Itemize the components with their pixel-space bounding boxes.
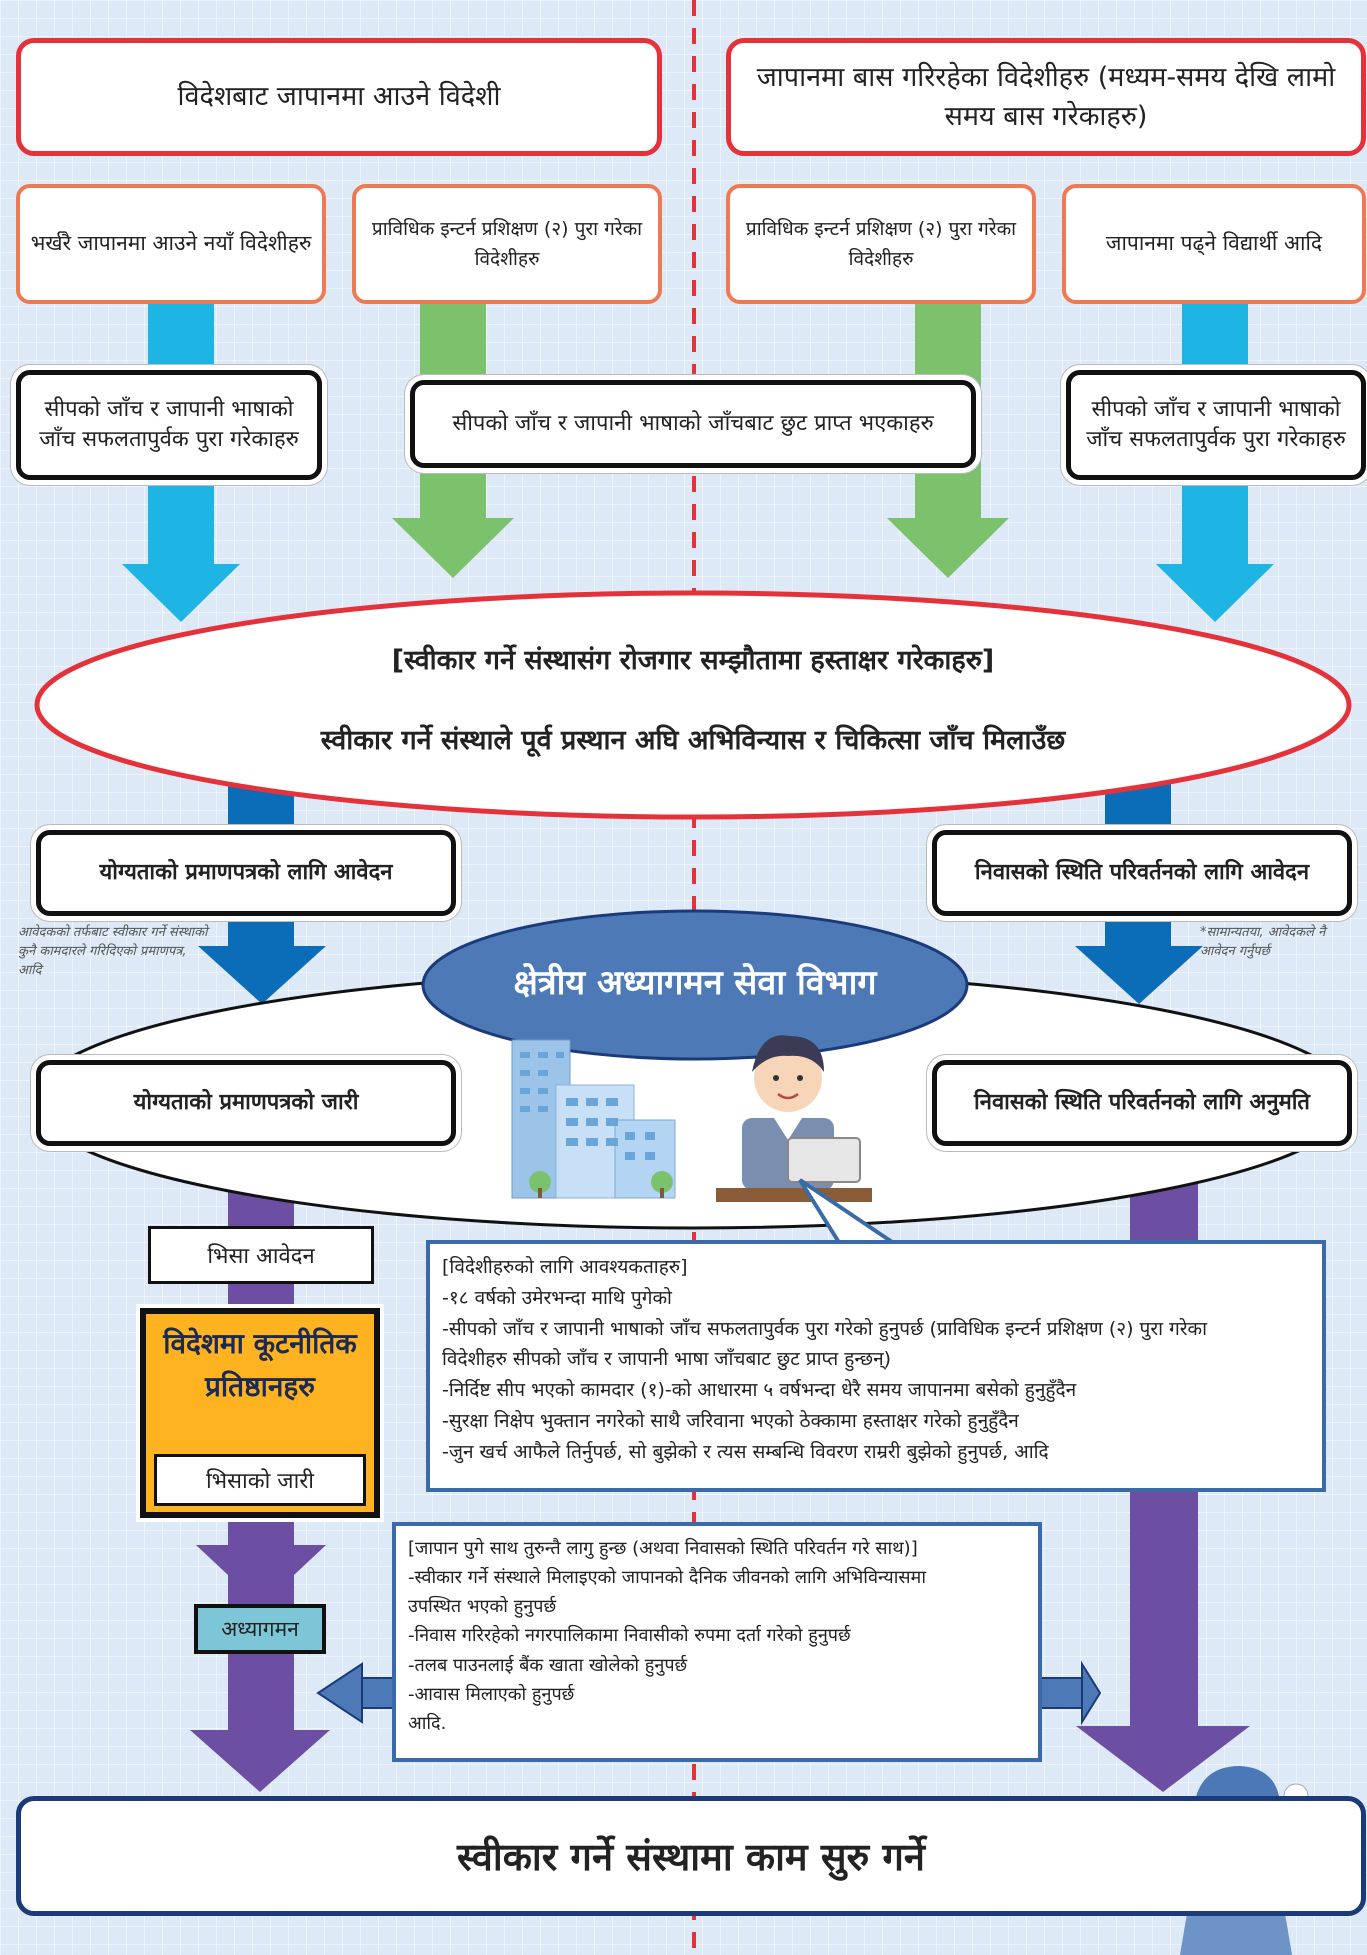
category-label: भर्खरै जापानमा आउने नयाँ विदेशीहरु bbox=[30, 231, 312, 256]
visa-issue-box: भिसाको जारी bbox=[154, 1454, 366, 1506]
visa-apply-box: भिसा आवेदन bbox=[148, 1226, 374, 1284]
status-permit-label: निवासको स्थिति परिवर्तनको लागि अनुमति bbox=[974, 1090, 1310, 1116]
coe-note: आवेदकको तर्फबाट स्वीकार गर्ने संस्थाको क… bbox=[18, 925, 208, 978]
final-box: स्वीकार गर्ने संस्थामा काम सुरु गर्ने bbox=[16, 1796, 1366, 1916]
after-entry-box: [जापान पुगे साथ तुरुन्तै लागु हुन्छ (अथव… bbox=[392, 1522, 1042, 1762]
ellipse-line-1: [स्वीकार गर्ने संस्थासंग रोजगार सम्झौताम… bbox=[391, 645, 995, 676]
test-passed-right: सीपको जाँच र जापानी भाषाको जाँच सफलतापुर… bbox=[1066, 370, 1366, 480]
category-trainees-right: प्राविधिक इन्टर्न प्रशिक्षण (२) पुरा गरे… bbox=[726, 184, 1036, 304]
header-residents-text: जापानमा बास गरिरहेका विदेशीहरु (मध्यम-सम… bbox=[756, 61, 1336, 132]
after-entry-line: -तलब पाउनलाई बैंक खाता खोलेको हुनुपर्छ bbox=[408, 1654, 688, 1676]
ellipse-line-2: स्वीकार गर्ने संस्थाले पूर्व प्रस्थान अघ… bbox=[320, 725, 1066, 756]
requirement-line: विदेशीहरु सीपको जाँच र जापानी भाषा जाँचब… bbox=[442, 1348, 892, 1371]
header-residents: जापानमा बास गरिरहेका विदेशीहरु (मध्यम-सम… bbox=[726, 38, 1366, 156]
requirement-line: -जुन खर्च आफैले तिर्नुपर्छ, सो बुझेको र … bbox=[442, 1440, 1049, 1463]
embassy-label: विदेशमा कूटनीतिक प्रतिष्ठानहरु bbox=[163, 1327, 357, 1404]
after-entry-line: आदि. bbox=[408, 1712, 447, 1734]
test-exempt-label: सीपको जाँच र जापानी भाषाको जाँचबाट छुट प… bbox=[452, 411, 934, 437]
double-arrow bbox=[316, 1660, 1102, 1726]
entry-label: अध्यागमन bbox=[221, 1617, 299, 1641]
status-apply-box: निवासको स्थिति परिवर्तनको लागि आवेदन bbox=[932, 830, 1352, 916]
category-label: प्राविधिक इन्टर्न प्रशिक्षण (२) पुरा गरे… bbox=[371, 217, 643, 270]
category-label: प्राविधिक इन्टर्न प्रशिक्षण (२) पुरा गरे… bbox=[745, 217, 1017, 270]
test-passed-label: सीपको जाँच र जापानी भाषाको जाँच सफलतापुर… bbox=[39, 397, 299, 452]
header-from-abroad: विदेशबाट जापानमा आउने विदेशी bbox=[16, 38, 662, 156]
visa-apply-label: भिसा आवेदन bbox=[207, 1244, 315, 1269]
immigration-oval bbox=[421, 909, 969, 1061]
header-from-abroad-text: विदेशबाट जापानमा आउने विदेशी bbox=[177, 81, 501, 113]
requirements-title: [विदेशीहरुको लागि आवश्यकताहरु] bbox=[442, 1256, 688, 1278]
coe-issue-box: योग्यताको प्रमाणपत्रको जारी bbox=[36, 1060, 456, 1146]
requirement-line: -सीपको जाँच र जापानी भाषाको जाँच सफलतापु… bbox=[442, 1317, 1208, 1340]
test-passed-left: सीपको जाँच र जापानी भाषाको जाँच सफलतापुर… bbox=[16, 370, 322, 480]
visa-issue-label: भिसाको जारी bbox=[205, 1469, 315, 1494]
status-apply-label: निवासको स्थिति परिवर्तनको लागि आवेदन bbox=[974, 860, 1310, 886]
status-note: *सामान्यतया, आवेदकले नै आवेदन गर्नुपर्छ bbox=[1200, 925, 1326, 959]
building-icon bbox=[511, 1039, 676, 1199]
after-entry-line: -निवास गरिरहेको नगरपालिकामा निवासीको रुप… bbox=[408, 1625, 851, 1647]
embassy-box: विदेशमा कूटनीतिक प्रतिष्ठानहरु भिसाको जा… bbox=[140, 1308, 380, 1518]
entry-box: अध्यागमन bbox=[194, 1604, 326, 1654]
officer-icon bbox=[716, 1035, 872, 1202]
category-new-foreigners: भर्खरै जापानमा आउने नयाँ विदेशीहरु bbox=[16, 184, 326, 304]
status-permit-box: निवासको स्थिति परिवर्तनको लागि अनुमति bbox=[932, 1060, 1352, 1146]
category-trainees-left: प्राविधिक इन्टर्न प्रशिक्षण (२) पुरा गरे… bbox=[352, 184, 662, 304]
immigration-label: क्षेत्रीय अध्यागमन सेवा विभाग bbox=[513, 963, 877, 1003]
requirements-box: [विदेशीहरुको लागि आवश्यकताहरु] -१८ वर्षक… bbox=[426, 1240, 1326, 1492]
category-label: जापानमा पढ्ने विद्यार्थी आदि bbox=[1105, 231, 1323, 256]
coe-apply-box: योग्यताको प्रमाणपत्रको लागि आवेदन bbox=[36, 830, 456, 916]
contract-ellipse bbox=[34, 590, 1352, 820]
category-students: जापानमा पढ्ने विद्यार्थी आदि bbox=[1062, 184, 1366, 304]
after-entry-line: -स्वीकार गर्ने संस्थाले मिलाइएको जापानको… bbox=[408, 1567, 926, 1589]
requirement-line: -सुरक्षा निक्षेप भुक्तान नगरेको साथै जरि… bbox=[442, 1409, 1019, 1432]
requirement-line: -१८ वर्षको उमेरभन्दा माथि पुगेको bbox=[442, 1286, 672, 1309]
requirement-line: -निर्दिष्ट सीप भएको कामदार (१)-को आधारमा… bbox=[442, 1379, 1077, 1402]
after-entry-title: [जापान पुगे साथ तुरुन्तै लागु हुन्छ (अथव… bbox=[408, 1538, 918, 1559]
coe-issue-label: योग्यताको प्रमाणपत्रको जारी bbox=[133, 1090, 359, 1116]
after-entry-line: -आवास मिलाएको हुनुपर्छ bbox=[408, 1683, 575, 1705]
test-passed-label: सीपको जाँच र जापानी भाषाको जाँच सफलतापुर… bbox=[1086, 397, 1346, 452]
after-entry-line: उपस्थित भएको हुनुपर्छ bbox=[408, 1596, 557, 1618]
final-label: स्वीकार गर्ने संस्थामा काम सुरु गर्ने bbox=[457, 1835, 925, 1879]
test-exempt: सीपको जाँच र जापानी भाषाको जाँचबाट छुट प… bbox=[410, 380, 976, 468]
coe-apply-label: योग्यताको प्रमाणपत्रको लागि आवेदन bbox=[99, 860, 393, 886]
